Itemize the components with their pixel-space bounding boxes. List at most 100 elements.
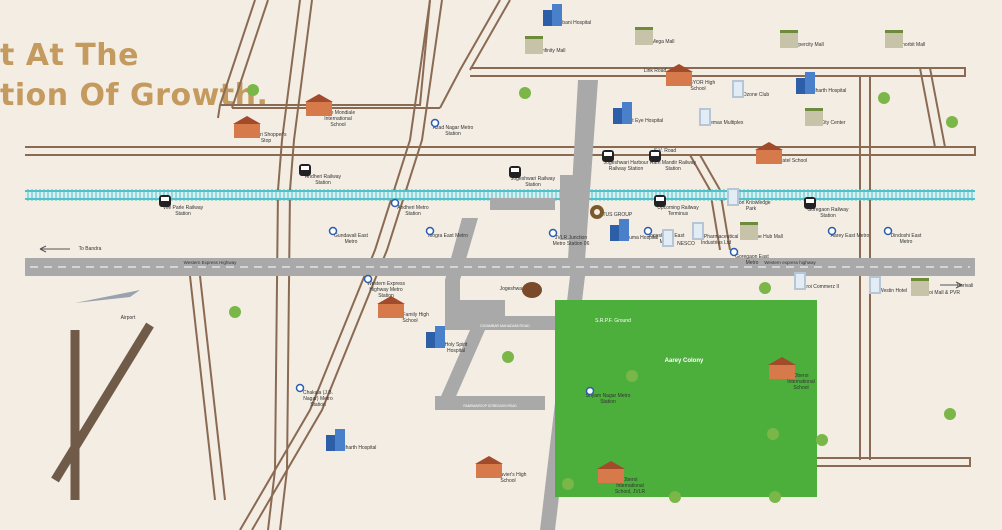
landmark-label-shyam-nagar: Shyam Nagar Metro (586, 393, 631, 399)
metro-icon (390, 198, 400, 208)
road-label-to-bandra: To Bandra (79, 246, 102, 252)
landmark-label-st-xavier: St. Xavier's High (490, 472, 527, 478)
landmark-label-vile-parle: Vile Parle Railway (163, 205, 204, 211)
tree-icon (562, 478, 574, 490)
venue-icon (662, 229, 674, 247)
landmark-label-andheri-metro: Andheri Metro (397, 205, 429, 211)
landmark-label-andheri-shoppers: Andheri Shopper's (246, 132, 287, 138)
landmark-label-mogra: Mogra East Metro (428, 233, 468, 239)
landmark-label-ozone-club: Ozone Club (743, 92, 770, 98)
mall-icon (805, 108, 823, 126)
jogeshwari-road (560, 175, 575, 240)
landmark-label-dindoshi: Dindoshi East (891, 233, 922, 239)
landmark-label-vibgyor: School (690, 86, 705, 92)
tree-icon (878, 92, 890, 104)
school-icon (305, 94, 333, 116)
rail-icon (602, 150, 614, 162)
tree-icon (502, 351, 514, 363)
tree-icon (669, 491, 681, 503)
school-icon (755, 142, 783, 164)
landmark-label-vile-parle: Station (175, 211, 191, 217)
landmark-label-westin: Westin Hotel (879, 288, 907, 294)
caves-road (445, 218, 478, 280)
title-line-1: t At The (0, 38, 139, 73)
landmark-label-upcoming-terminus: Upcoming Railway (657, 205, 699, 211)
caves-loop (445, 280, 505, 316)
landmark-label-gundavali: Gundavali East (334, 233, 369, 239)
landmark-label-ecole-mondiale: Ecole Mondiale (321, 110, 355, 116)
hospital-icon (613, 102, 632, 124)
office-icon (727, 188, 739, 206)
tree-icon (247, 84, 259, 96)
road-label-borivali: Borivali (957, 283, 973, 289)
jogeshwari-connector (490, 198, 555, 210)
landmark-label-vibgyor: VIBGYOR High (681, 80, 716, 86)
landmark-label-oberoi-intl: Oberoi (793, 373, 808, 379)
school-icon (377, 296, 405, 318)
landmark-label-gundavali: Metro (345, 239, 358, 245)
landmark-label-jogeshwari-harbour: Railway Station (609, 166, 644, 172)
landmark-label-lb-patel: L.B. Patel School (769, 158, 807, 164)
school-icon (475, 456, 503, 478)
landmark-label-oberoi-intl: International (787, 379, 815, 385)
landmark-label-goregaon-east-metro: Metro (746, 260, 759, 266)
rail-icon (299, 164, 311, 176)
metro-icon (585, 386, 595, 396)
landmark-label-andheri-railway: Andheri Railway (305, 174, 342, 180)
landmark-label-goregaon-railway: Station (820, 213, 836, 219)
mall-icon (635, 27, 653, 45)
landmark-label-jogeshwari-railway: Jogeshwari Railway (511, 176, 556, 182)
landmark-label-oberoi-intl-jvlr: International (616, 483, 644, 489)
landmark-label-andheri-shoppers: Stop (261, 138, 272, 144)
landmark-label-dindoshi: Metro (900, 239, 913, 245)
landmark-label-chakala: Station (310, 402, 326, 408)
hospital-icon (326, 429, 345, 451)
landmark-label-ram-mandir: Ram Mandir Railway (650, 160, 697, 166)
landmark-label-nirlon: Park (746, 206, 757, 212)
ramswaroop-road-2 (435, 396, 545, 410)
tree-icon (767, 428, 779, 440)
landmark-label-nesco: NESCO (677, 241, 695, 247)
landmark-label-oberoi-commerz: Oberoi Commerz II (797, 284, 839, 290)
road-label-digambar: DIGAMBAR MAHADANI ROAD (480, 324, 530, 328)
landmark-label-chakala: Chakala (J.B. (303, 390, 333, 396)
landmark-label-goregaon-east-metro: Goregaon East (735, 254, 769, 260)
landmark-label-wehmetro: Western Express (367, 281, 405, 287)
mall-icon (525, 36, 543, 54)
tree-icon (816, 434, 828, 446)
landmark-label-oberoi-intl-jvlr: Oberoi (622, 477, 637, 483)
metro-icon (729, 247, 739, 257)
landmark-label-siddharth-hospital-top: Siddharth Hospital (806, 88, 847, 94)
landmark-label-andheri-railway: Station (315, 180, 331, 186)
landmark-label-holy-spirit: Hospital (447, 348, 465, 354)
landmark-label-wehmetro: Highway Metro (369, 287, 403, 293)
tree-icon (229, 306, 241, 318)
landmark-label-cinemax: Cinemax Multiplex (703, 120, 744, 126)
landmark-label-wehmetro: Station (378, 293, 394, 299)
hospital-icon (426, 326, 445, 348)
landmark-label-hub-mall: The Hub Mall (753, 234, 783, 240)
landmark-label-siddharth-bottom: Siddharth Hospital (336, 445, 377, 451)
landmark-label-srpf: S.R.P.F. Ground (595, 318, 631, 324)
road-label-sv-road: S.V. Road (654, 148, 677, 154)
hospital-icon (543, 4, 562, 26)
landmark-label-oberoi-intl: School (793, 385, 808, 391)
landmark-label-mega-mall: Mega Mall (651, 39, 674, 45)
landmark-label-hypercity-mall: Hypercity Mall (792, 42, 823, 48)
metro-icon (425, 226, 435, 236)
club-icon (732, 80, 744, 98)
landmark-label-oberoi-intl-jvlr: School, JVLR (615, 489, 646, 495)
metro-icon (328, 226, 338, 236)
tree-icon (944, 408, 956, 420)
airport-icon (75, 290, 140, 303)
landmark-label-ambani-hospital: Ambani Hospital (555, 20, 591, 26)
rail-icon (509, 166, 521, 178)
rail-icon (649, 150, 661, 162)
landmark-label-ecole-mondiale: International (324, 116, 352, 122)
cinema-icon (699, 108, 711, 126)
road-label-link-road: Link Road (644, 68, 667, 74)
road-label-ramswaroop: RAMSWAROOP GOREGAON ROAD (463, 404, 517, 408)
landmark-label-city-center: City Center (820, 120, 845, 126)
landmark-label-ram-mandir: Station (665, 166, 681, 172)
ramswaroop-road (435, 330, 485, 410)
